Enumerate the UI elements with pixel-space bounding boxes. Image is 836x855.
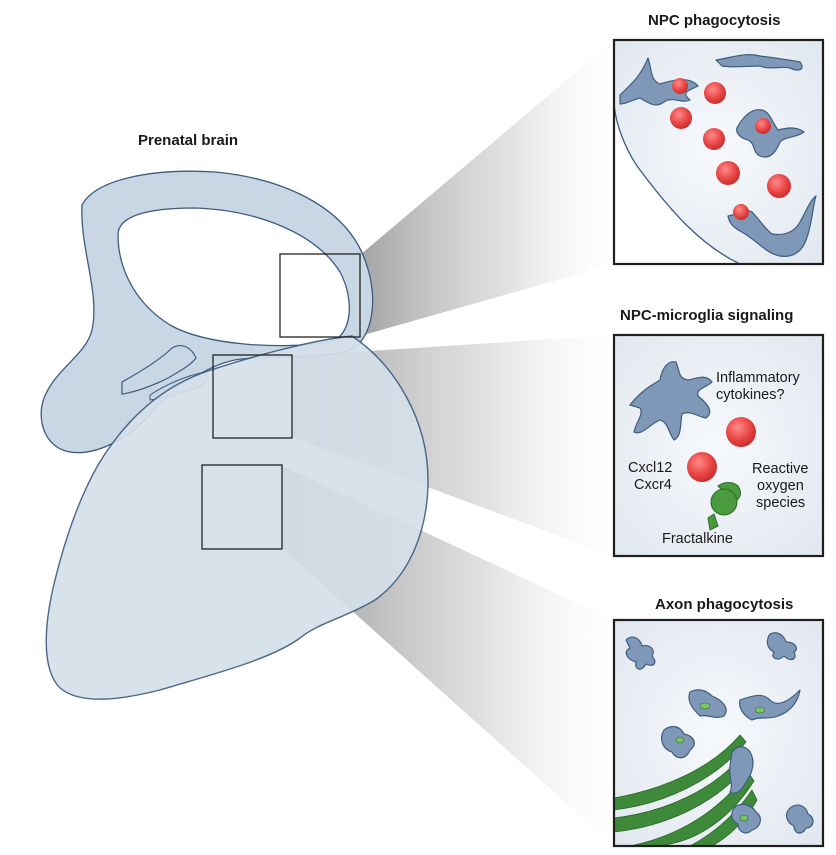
inset-axon-phagocytosis [612,618,825,848]
prenatal-brain [40,170,429,700]
microglia-cell [736,109,805,158]
fractalkine-molecule [707,482,741,531]
npc-cell [670,107,692,129]
microglia-cell [628,361,713,441]
inset-npc-microglia-signaling [612,333,825,558]
label-cxcl12: Cxcl12 [628,460,673,476]
npc-cell [687,452,717,482]
npc-cell [767,174,791,198]
microglia-cell [727,195,817,257]
microglia-cell [766,632,798,661]
npc-cell [672,78,688,94]
label-cytokines: cytokines? [716,387,785,403]
region-box-top [279,253,361,338]
region-box-middle [212,354,293,439]
npc-cell [703,128,725,150]
axon-fragment [675,736,685,744]
npc-cell [755,118,771,134]
projection-beam-top [360,40,614,336]
npc-cell [704,82,726,104]
label-oxygen: oxygen [757,478,804,494]
microglia-cell [728,746,754,794]
brain-title: Prenatal brain [138,132,239,149]
label-fractalkine: Fractalkine [662,531,733,547]
axon-fragment [739,814,749,822]
npc-cell [726,417,756,447]
axon-fragment [699,702,711,710]
npc-cell [733,204,749,220]
microglia-cell [715,54,803,71]
panel-title-axon-phagocytosis: Axon phagocytosis [655,596,794,613]
panel-title-npc-phagocytosis: NPC phagocytosis [648,12,781,29]
label-reactive: Reactive [752,461,809,477]
axon-fragment [754,706,766,714]
label-inflammatory: Inflammatory [716,370,800,386]
microglia-cell [739,689,801,721]
label-cxcr4: Cxcr4 [634,477,672,493]
microglia-cell [785,804,814,834]
brain-ventricle-strand [121,345,197,395]
microglia-cell [625,636,656,670]
inset-npc-phagocytosis [612,38,825,266]
label-species: species [756,495,806,511]
npc-cell [716,161,740,185]
panel-title-npc-microglia-signaling: NPC-microglia signaling [620,307,794,324]
region-box-bottom [201,464,283,550]
